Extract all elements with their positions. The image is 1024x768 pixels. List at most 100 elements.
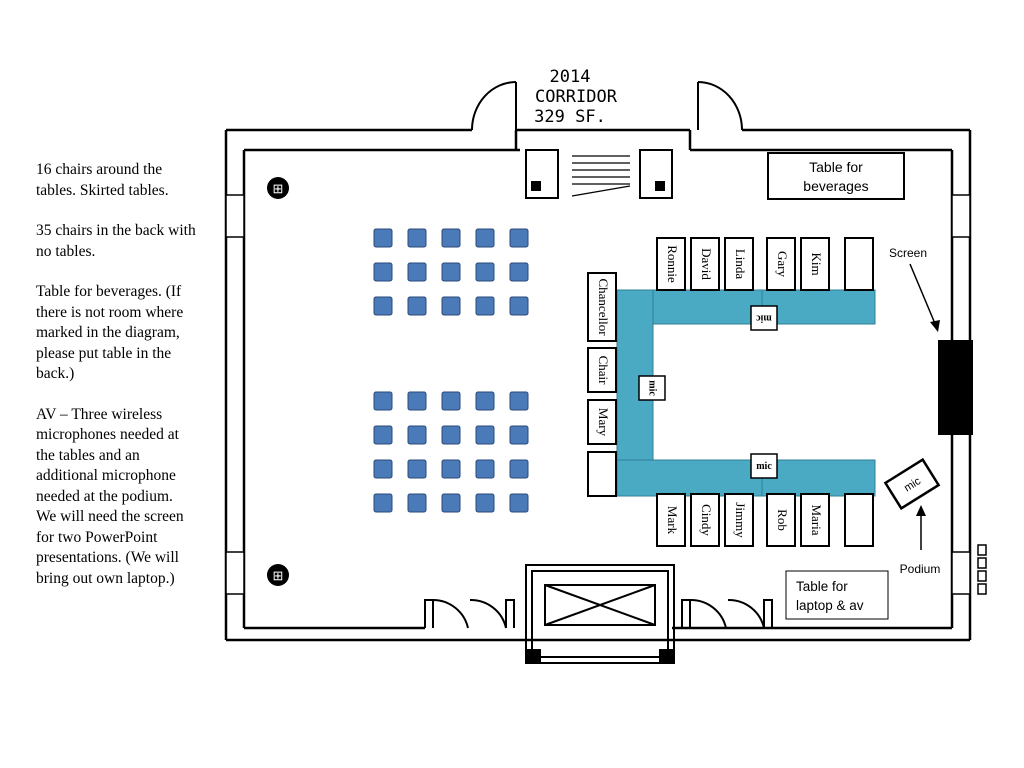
name-chair: Chancellor: [587, 272, 617, 342]
svg-text:David: David: [699, 248, 714, 280]
back-chairs: [373, 228, 529, 513]
svg-text:Gary: Gary: [775, 251, 790, 277]
svg-text:329 SF.: 329 SF.: [534, 107, 606, 127]
back-chair: [475, 459, 495, 479]
back-chair: [441, 228, 461, 248]
back-chair: [441, 425, 461, 445]
svg-text:Jimmy: Jimmy: [733, 502, 748, 538]
name-chair: Jimmy: [724, 493, 754, 547]
back-chair: [475, 493, 495, 513]
back-chair: [441, 262, 461, 282]
svg-text:⊞: ⊞: [273, 181, 284, 196]
svg-text:Rob: Rob: [775, 509, 790, 531]
back-chair: [441, 493, 461, 513]
back-chair: [373, 228, 393, 248]
svg-text:Podium: Podium: [900, 562, 941, 576]
name-chair: Ronnie: [656, 237, 686, 291]
back-chair: [475, 262, 495, 282]
svg-text:laptop & av: laptop & av: [796, 598, 864, 613]
table-mic-bottom: mic: [750, 453, 778, 479]
svg-text:Table for: Table for: [809, 159, 863, 175]
name-chair: [587, 451, 617, 497]
svg-text:Kim: Kim: [809, 252, 824, 275]
svg-text:Table for: Table for: [796, 579, 848, 594]
back-chair: [509, 296, 529, 316]
back-chair: [475, 296, 495, 316]
back-chair: [509, 459, 529, 479]
svg-text:Ronnie: Ronnie: [665, 245, 680, 283]
back-chair: [373, 262, 393, 282]
back-chair: [407, 391, 427, 411]
name-chair: Cindy: [690, 493, 720, 547]
floor-markers: ⊞ ⊞: [267, 177, 289, 586]
note-av: AV – Three wireless microphones needed a…: [36, 405, 184, 587]
back-chair: [407, 493, 427, 513]
back-chair: [441, 391, 461, 411]
svg-text:CORRIDOR: CORRIDOR: [535, 87, 618, 107]
podium: mic Podium: [883, 457, 941, 576]
laptop-table: Table for laptop & av: [785, 570, 889, 620]
note-chairs-tables: 16 chairs around the tables. Skirted tab…: [36, 161, 169, 199]
name-chair: [844, 237, 874, 291]
table-mic-top: mic: [750, 305, 778, 331]
back-chair: [407, 262, 427, 282]
name-chair: Rob: [766, 493, 796, 547]
corridor-stairs: [525, 149, 673, 199]
corridor-label: 2014 CORRIDOR 329 SF.: [534, 67, 618, 127]
notes-panel: 16 chairs around the tables. Skirted tab…: [36, 160, 196, 609]
svg-text:mic: mic: [647, 380, 658, 396]
back-chair: [373, 425, 393, 445]
table-mic-left: mic: [638, 375, 666, 401]
back-chair: [373, 493, 393, 513]
name-chair: Linda: [724, 237, 754, 291]
svg-text:Chair: Chair: [596, 356, 611, 386]
svg-text:Chancellor: Chancellor: [596, 278, 611, 336]
svg-text:mic: mic: [756, 461, 772, 472]
window-marks: [225, 194, 971, 595]
name-chair: Maria: [800, 493, 830, 547]
name-chair: Mark: [656, 493, 686, 547]
back-chair: [475, 391, 495, 411]
u-table: [616, 289, 876, 497]
svg-text:Mark: Mark: [665, 506, 680, 535]
back-chair: [441, 459, 461, 479]
svg-text:⊞: ⊞: [273, 568, 284, 583]
svg-text:2014: 2014: [550, 67, 591, 87]
back-chair: [373, 391, 393, 411]
svg-text:Maria: Maria: [809, 504, 824, 535]
back-chair: [407, 296, 427, 316]
svg-text:Cindy: Cindy: [699, 504, 714, 536]
back-chair: [407, 228, 427, 248]
edge-marks: [977, 544, 987, 595]
svg-text:Linda: Linda: [733, 249, 748, 280]
back-chair: [509, 493, 529, 513]
back-chair: [407, 459, 427, 479]
back-chair: [475, 228, 495, 248]
beverage-table: Table for beverages: [767, 152, 905, 200]
back-chair: [475, 425, 495, 445]
note-beverages: Table for beverages. (If there is not ro…: [36, 283, 184, 382]
top-doors: [471, 81, 743, 131]
back-chair: [373, 459, 393, 479]
name-chair: David: [690, 237, 720, 291]
screen: Screen: [889, 246, 973, 435]
svg-text:beverages: beverages: [803, 178, 868, 194]
svg-text:Mary: Mary: [596, 408, 611, 437]
svg-text:mic: mic: [756, 313, 772, 324]
back-chair: [407, 425, 427, 445]
back-chair: [441, 296, 461, 316]
name-chair: Chair: [587, 347, 617, 393]
svg-text:Screen: Screen: [889, 246, 927, 260]
back-chair: [509, 391, 529, 411]
back-chair: [509, 425, 529, 445]
name-chair: Mary: [587, 399, 617, 445]
back-chair: [509, 262, 529, 282]
bottom-doors: [424, 564, 773, 664]
note-back-chairs: 35 chairs in the back with no tables.: [36, 222, 196, 260]
back-chair: [373, 296, 393, 316]
name-chair: Gary: [766, 237, 796, 291]
back-chair: [509, 228, 529, 248]
name-chair: Kim: [800, 237, 830, 291]
